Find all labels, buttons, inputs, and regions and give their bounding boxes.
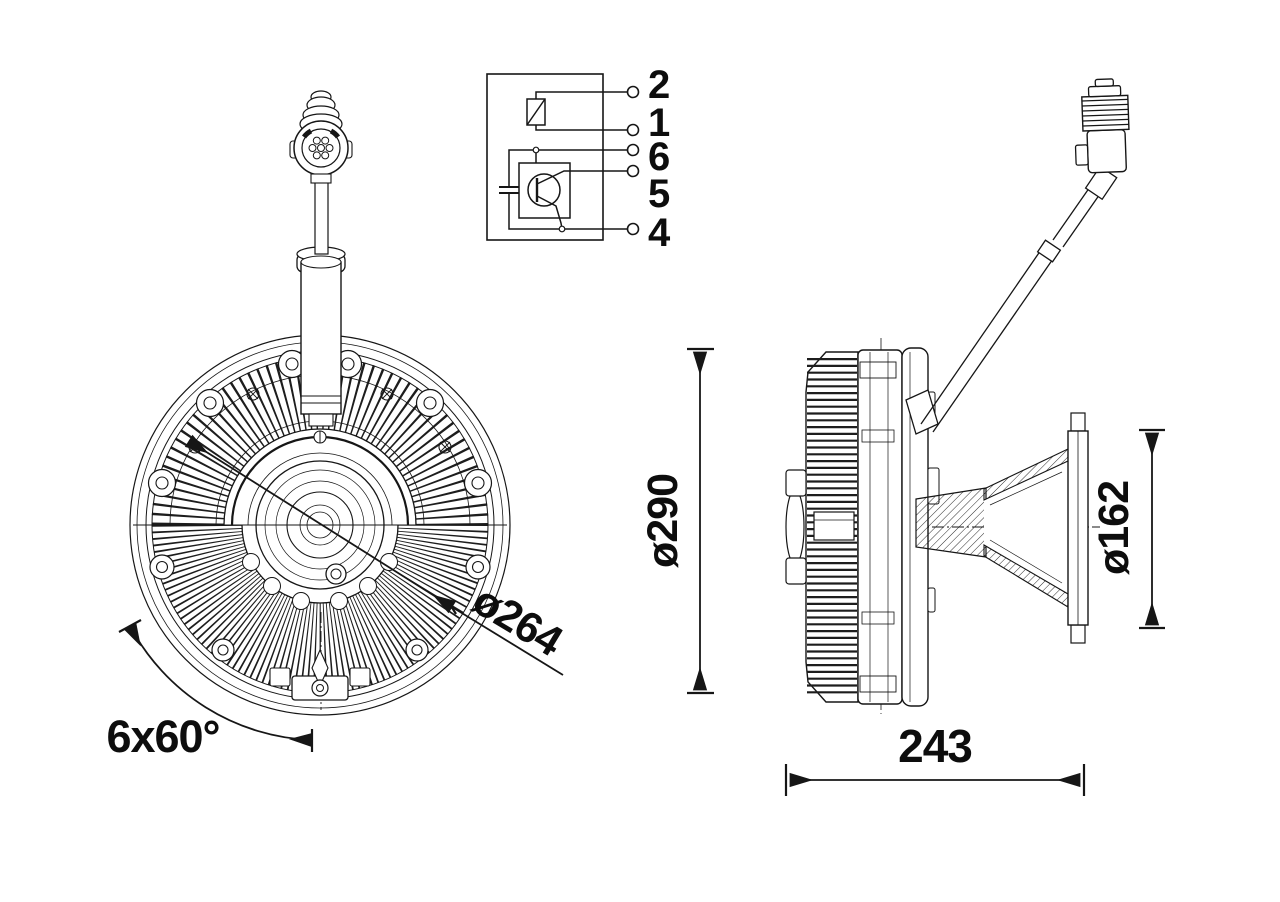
mounting-bracket: [915, 412, 1089, 644]
sensor-circuit: [499, 146, 628, 233]
dim-243-label: 243: [898, 720, 972, 772]
dim-290-label: ø290: [639, 474, 687, 568]
front-view: [129, 90, 511, 716]
dim-162-label: ø162: [1090, 481, 1138, 575]
side-view: [785, 78, 1130, 714]
dim-6x60-label: 6x60°: [106, 711, 219, 762]
cable-conduit: [905, 183, 1103, 435]
dim-diameter-290: ø290: [639, 347, 714, 695]
dim-diameter-162: ø162: [1090, 428, 1165, 630]
bottom-bracket: [269, 648, 371, 701]
wiring-diagram: 2 1 6 5 4: [486, 63, 671, 255]
pin-terminal-2: [626, 85, 640, 99]
pin-label-2: 2: [648, 63, 670, 107]
pin-label-5: 5: [648, 172, 670, 216]
pin-label-6: 6: [648, 135, 670, 179]
dim-bolt-pattern: 6x60°: [106, 619, 314, 762]
pin-label-4: 4: [648, 211, 671, 255]
sensor-housing-side: [785, 469, 855, 585]
electrical-connector-icon: [289, 90, 353, 184]
dim-264-label: ø264: [465, 576, 571, 666]
pin-terminals: [626, 85, 640, 236]
flange: [1067, 412, 1089, 644]
coil-symbol: [526, 91, 628, 131]
sensor-cable: [314, 179, 329, 255]
pin-terminal-4: [626, 222, 640, 236]
pin-labels: 2 1 6 5 4: [648, 63, 671, 255]
pin-terminal-1: [626, 123, 640, 137]
pin-label-1: 1: [648, 101, 670, 145]
sensor-boot: [296, 246, 346, 427]
circuit-box: [486, 73, 604, 241]
clutch-body-side: [785, 347, 940, 707]
dim-depth-243: 243: [784, 720, 1086, 796]
connector-plug-side-icon: [1074, 78, 1130, 201]
pin-terminal-5: [626, 164, 640, 178]
pin-terminal-6: [626, 143, 640, 157]
